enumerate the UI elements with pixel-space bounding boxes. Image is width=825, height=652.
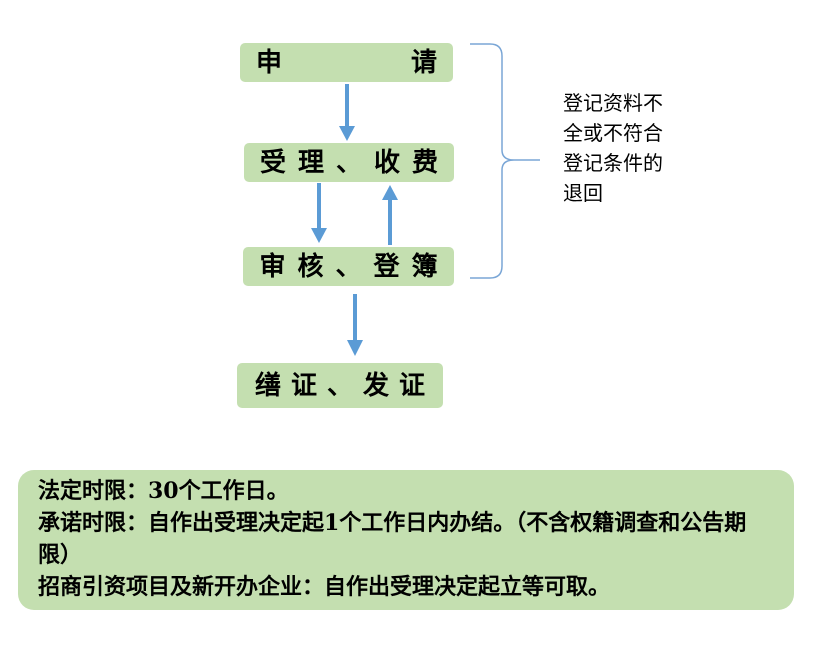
step-review-label: 审核、登簿 bbox=[259, 251, 450, 282]
step-issue-label: 缮证、发证 bbox=[254, 370, 435, 401]
arrowhead-review-to-accept bbox=[382, 185, 398, 200]
arrowhead-review-to-issue bbox=[347, 340, 363, 356]
step-review-box: 审核、登簿 bbox=[243, 247, 454, 286]
arrowhead-accept-to-review bbox=[311, 228, 327, 243]
time-limit-panel: 法定时限：30个工作日。 承诺时限：自作出受理决定起1个工作日内办结。（不含权籍… bbox=[18, 470, 794, 610]
step-apply-box: 申 请 bbox=[240, 43, 453, 82]
return-brace bbox=[470, 43, 540, 279]
investment-project-note: 招商引资项目及新开办企业：自作出受理决定起立等可取。 bbox=[38, 574, 611, 600]
return-condition-note: 登记资料不全或不符合登记条件的退回 bbox=[563, 91, 663, 205]
step-apply-char-2: 请 bbox=[410, 47, 437, 78]
step-accept-box: 受理、收费 bbox=[244, 143, 454, 182]
promised-time-limit: 承诺时限：自作出受理决定起1个工作日内办结。（不含权籍调查和公告期限） bbox=[38, 510, 747, 568]
step-accept-label: 受理、收费 bbox=[259, 147, 450, 178]
step-issue-box: 缮证、发证 bbox=[237, 363, 443, 408]
legal-time-limit: 法定时限：30个工作日。 bbox=[38, 478, 289, 504]
step-apply-char-1: 申 bbox=[256, 47, 283, 78]
arrowhead-apply-to-accept bbox=[339, 126, 355, 141]
